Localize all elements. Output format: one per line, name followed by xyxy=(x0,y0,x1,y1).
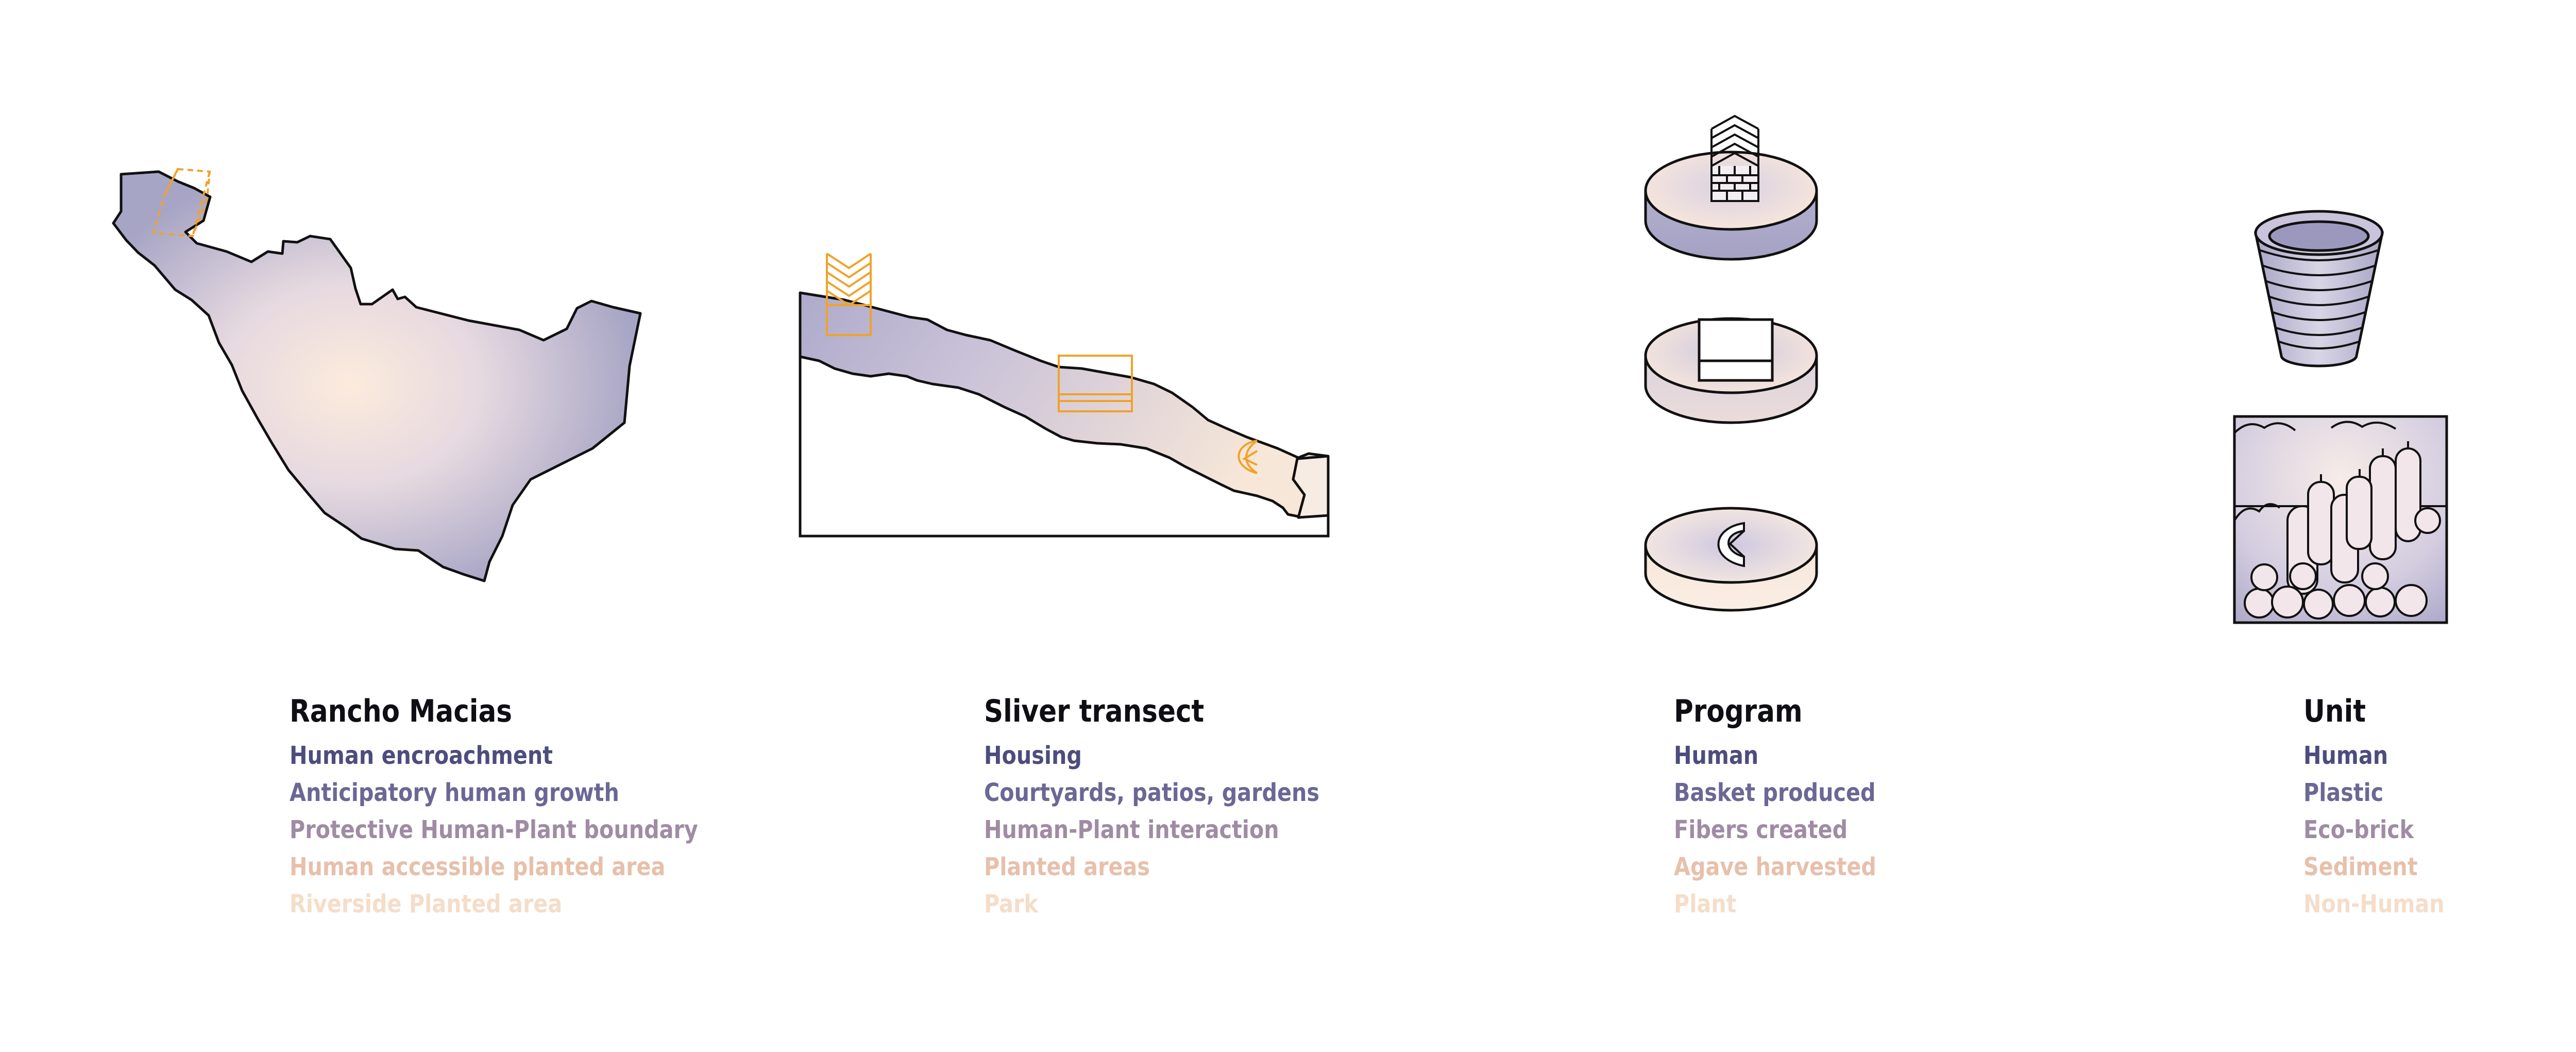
legend-list: Human encroachment Anticipatory human gr… xyxy=(290,737,765,923)
column-title: Rancho Macias xyxy=(290,693,513,729)
legend-item: Human xyxy=(1674,741,1759,770)
housing-icon xyxy=(826,253,872,336)
legend-item: Protective Human-Plant boundary xyxy=(290,815,698,844)
map-boundary xyxy=(112,170,642,582)
legend-item: Plastic xyxy=(2303,778,2384,807)
unit-stack xyxy=(2233,210,2448,624)
legend-item: Anticipatory human growth xyxy=(290,778,619,807)
legend-item: Human encroachment xyxy=(290,741,553,770)
basket-icon xyxy=(2253,210,2384,368)
column-program: Program Human Basket produced Fibers cre… xyxy=(1674,690,1909,923)
legend-item: Plant xyxy=(1674,890,1737,919)
legend-item: Human-Plant interaction xyxy=(984,815,1279,844)
column-title: Unit xyxy=(2303,693,2366,729)
legend-item: Eco-brick xyxy=(2303,815,2414,844)
column-title: Sliver transect xyxy=(984,693,1205,729)
legend-item: Fibers created xyxy=(1674,815,1848,844)
legend-item: Riverside Planted area xyxy=(290,890,563,919)
eco-brick-bottles xyxy=(2244,441,2441,620)
legend-item: Planted areas xyxy=(984,853,1150,881)
site-marker xyxy=(152,168,211,238)
legend-item: Non-Human xyxy=(2303,890,2445,919)
legend-item: Housing xyxy=(984,741,1082,770)
box-icon xyxy=(1698,318,1774,382)
sliver-transect xyxy=(799,253,1330,538)
legend-item: Human xyxy=(2303,741,2388,770)
legend-item: Basket produced xyxy=(1674,778,1876,807)
legend-item: Agave harvested xyxy=(1674,853,1876,881)
program-stack xyxy=(1644,114,1818,612)
legend-list: Housing Courtyards, patios, gardens Huma… xyxy=(984,737,1374,923)
transect-river xyxy=(799,291,1330,518)
column-sliver-transect: Sliver transect Housing Courtyards, pati… xyxy=(984,690,1374,923)
fiber-icon xyxy=(1238,440,1258,474)
column-title: Program xyxy=(1674,693,1803,729)
legend-item: Sediment xyxy=(2303,853,2418,881)
legend-list: Human Plastic Eco-brick Sediment Non-Hum… xyxy=(2303,737,2467,923)
legend-item: Park xyxy=(984,890,1038,919)
legend-item: Courtyards, patios, gardens xyxy=(984,778,1319,807)
column-rancho-macias: Rancho Macias Human encroachment Anticip… xyxy=(290,690,765,923)
column-unit: Unit Human Plastic Eco-brick Sediment No… xyxy=(2303,690,2467,923)
house-icon xyxy=(1710,114,1759,202)
rancho-macias-map xyxy=(112,168,642,582)
eco-brick-box xyxy=(2233,415,2448,624)
legend-item: Human accessible planted area xyxy=(290,853,666,881)
legend-list: Human Basket produced Fibers created Aga… xyxy=(1674,737,1909,923)
transect-rock xyxy=(1292,455,1330,519)
fiber-disc-icon xyxy=(1717,522,1745,567)
courtyard-icon xyxy=(1058,355,1133,412)
